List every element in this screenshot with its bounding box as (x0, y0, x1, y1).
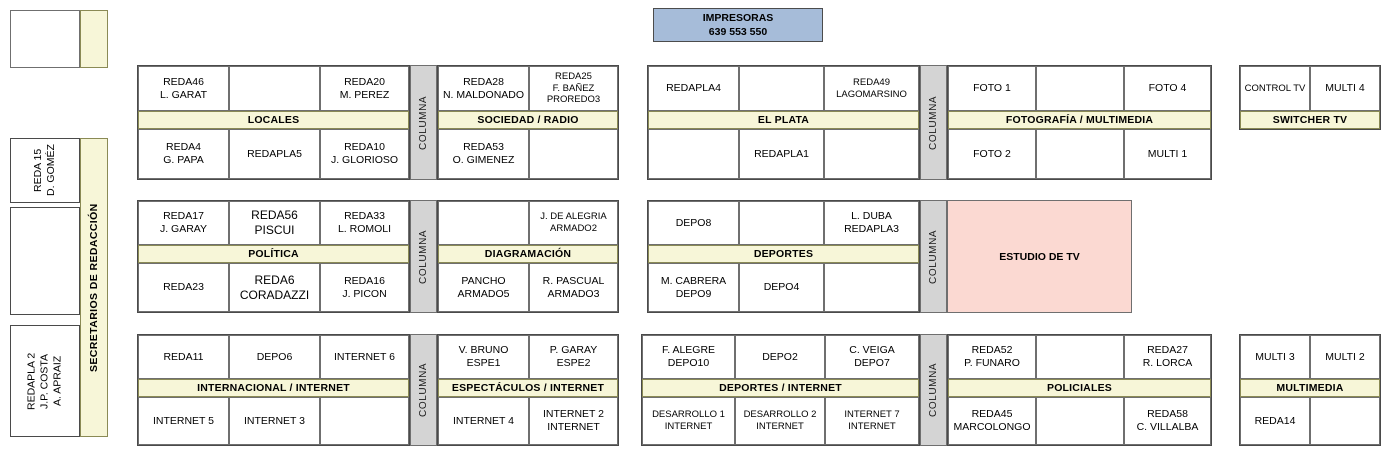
deportes-internet-seat-b1[interactable]: DESARROLLO 2 INTERNET (735, 397, 825, 445)
el-plata-seat-t1[interactable] (739, 66, 824, 111)
locales-seat-t0[interactable]: REDA46 L. GARAT (138, 66, 229, 111)
switcher-tv-band: SWITCHER TV (1240, 111, 1380, 129)
multimedia-seat-b1[interactable] (1310, 397, 1380, 445)
el-plata-seat-b2[interactable] (824, 129, 919, 179)
multimedia-seat-b0[interactable]: REDA14 (1240, 397, 1310, 445)
deportes-internet-seat-t0[interactable]: F. ALEGRE DEPO10 (642, 335, 735, 379)
policiales-seat-t2[interactable]: REDA27 R. LORCA (1124, 335, 1211, 379)
fotografia-multimedia-seat-b0[interactable]: FOTO 2 (948, 129, 1036, 179)
switcher-tv-seat-t1[interactable]: MULTI 4 (1310, 66, 1380, 111)
deportes-seat-b1[interactable]: DEPO4 (739, 263, 824, 312)
sidebar-cell-0[interactable]: REDA 15 D. GOMÉZ (10, 138, 80, 203)
diagramacion-seat-b0[interactable]: PANCHO ARMADO5 (438, 263, 529, 312)
sociedad-radio-seat-t1[interactable]: REDA25 F. BAÑEZ PROREDO3 (529, 66, 618, 111)
internacional-internet-seat-b1[interactable]: INTERNET 3 (229, 397, 320, 445)
fotografia-multimedia-seat-t0[interactable]: FOTO 1 (948, 66, 1036, 111)
fotografia-multimedia-seat-b1[interactable] (1036, 129, 1124, 179)
el-plata-band: EL PLATA (648, 111, 919, 129)
columna-r1-c2: COLUMNA (920, 65, 947, 180)
deportes-internet-seat-t2[interactable]: C. VEIGA DEPO7 (825, 335, 919, 379)
diagramacion-band: DIAGRAMACIÓN (438, 245, 618, 263)
estudio-de-tv[interactable]: ESTUDIO DE TV (947, 200, 1132, 313)
politica-seat-b1[interactable]: REDA6 CORADAZZI (229, 263, 320, 312)
deportes-internet-band: DEPORTES / INTERNET (642, 379, 919, 397)
impresoras-numbers: 639 553 550 (708, 26, 768, 38)
espectaculos-internet-seat-t1[interactable]: P. GARAY ESPE2 (529, 335, 618, 379)
politica-band: POLÍTICA (138, 245, 409, 263)
politica-seat-b2[interactable]: REDA16 J. PICON (320, 263, 409, 312)
locales-seat-b0[interactable]: REDA4 G. PAPA (138, 129, 229, 179)
columna-r2-c2: COLUMNA (920, 200, 947, 313)
sidebar-cell-1[interactable] (10, 207, 80, 315)
espectaculos-internet-seat-b0[interactable]: INTERNET 4 (438, 397, 529, 445)
deportes-seat-b2[interactable] (824, 263, 919, 312)
policiales-seat-b0[interactable]: REDA45 MARCOLONGO (948, 397, 1036, 445)
internacional-internet-seat-t0[interactable]: REDA11 (138, 335, 229, 379)
sociedad-radio-seat-b0[interactable]: REDA53 O. GIMENEZ (438, 129, 529, 179)
deportes-seat-t0[interactable]: DEPO8 (648, 201, 739, 245)
sidebar-vertical-label: SECRETARIOS DE REDACCIÓN (80, 138, 108, 437)
switcher-tv-seat-t0[interactable]: CONTROL TV (1240, 66, 1310, 111)
internacional-internet-seat-t2[interactable]: INTERNET 6 (320, 335, 409, 379)
deportes-seat-b0[interactable]: M. CABRERA DEPO9 (648, 263, 739, 312)
politica-seat-t1[interactable]: REDA56 PISCUI (229, 201, 320, 245)
politica-seat-b0[interactable]: REDA23 (138, 263, 229, 312)
diagramacion-seat-t1[interactable]: J. DE ALEGRIA ARMADO2 (529, 201, 618, 245)
locales-seat-t1[interactable] (229, 66, 320, 111)
sociedad-radio-band: SOCIEDAD / RADIO (438, 111, 618, 129)
deportes-internet-seat-b2[interactable]: INTERNET 7 INTERNET (825, 397, 919, 445)
fotografia-multimedia-seat-t2[interactable]: FOTO 4 (1124, 66, 1211, 111)
multimedia-band: MULTIMEDIA (1240, 379, 1380, 397)
internacional-internet-seat-b0[interactable]: INTERNET 5 (138, 397, 229, 445)
locales-seat-b2[interactable]: REDA10 J. GLORIOSO (320, 129, 409, 179)
deportes-internet-seat-b0[interactable]: DESARROLLO 1 INTERNET (642, 397, 735, 445)
internacional-internet-seat-t1[interactable]: DEPO6 (229, 335, 320, 379)
locales-seat-t2[interactable]: REDA20 M. PEREZ (320, 66, 409, 111)
multimedia-seat-t0[interactable]: MULTI 3 (1240, 335, 1310, 379)
politica-seat-t2[interactable]: REDA33 L. ROMOLI (320, 201, 409, 245)
policiales-band: POLICIALES (948, 379, 1211, 397)
deportes-seat-t2[interactable]: L. DUBA REDAPLA3 (824, 201, 919, 245)
el-plata-seat-t0[interactable]: REDAPLA4 (648, 66, 739, 111)
el-plata-seat-b1[interactable]: REDAPLA1 (739, 129, 824, 179)
locales-band: LOCALES (138, 111, 409, 129)
sidebar-top-box-strip (80, 10, 108, 68)
diagramacion-seat-t0[interactable] (438, 201, 529, 245)
impresoras-title: IMPRESORAS (702, 11, 774, 24)
politica-seat-t0[interactable]: REDA17 J. GARAY (138, 201, 229, 245)
el-plata-seat-t2[interactable]: REDA49 LAGOMARSINO (824, 66, 919, 111)
deportes-internet-seat-t1[interactable]: DEPO2 (735, 335, 825, 379)
diagramacion-seat-b1[interactable]: R. PASCUAL ARMADO3 (529, 263, 618, 312)
el-plata-seat-b0[interactable] (648, 129, 739, 179)
sociedad-radio-seat-t0[interactable]: REDA28 N. MALDONADO (438, 66, 529, 111)
deportes-band: DEPORTES (648, 245, 919, 263)
policiales-seat-b1[interactable] (1036, 397, 1124, 445)
espectaculos-internet-seat-t0[interactable]: V. BRUNO ESPE1 (438, 335, 529, 379)
internacional-internet-seat-b2[interactable] (320, 397, 409, 445)
fotografia-multimedia-band: FOTOGRAFÍA / MULTIMEDIA (948, 111, 1211, 129)
fotografia-multimedia-seat-t1[interactable] (1036, 66, 1124, 111)
internacional-internet-band: INTERNACIONAL / INTERNET (138, 379, 409, 397)
columna-r2-c1: COLUMNA (410, 200, 437, 313)
espectaculos-internet-seat-b1[interactable]: INTERNET 2 INTERNET (529, 397, 618, 445)
policiales-seat-b2[interactable]: REDA58 C. VILLALBA (1124, 397, 1211, 445)
columna-r1-c1: COLUMNA (410, 65, 437, 180)
multimedia-seat-t1[interactable]: MULTI 2 (1310, 335, 1380, 379)
locales-seat-b1[interactable]: REDAPLA5 (229, 129, 320, 179)
impresoras-header[interactable]: IMPRESORAS 639 553 550 (653, 8, 823, 42)
policiales-seat-t0[interactable]: REDA52 P. FUNARO (948, 335, 1036, 379)
deportes-seat-t1[interactable] (739, 201, 824, 245)
sidebar-top-box[interactable] (10, 10, 80, 68)
sidebar-cell-2[interactable]: REDAPLA 2 J.P. COSTA A. APRAIZ (10, 325, 80, 437)
columna-r3-c1: COLUMNA (410, 334, 437, 446)
columna-r3-c2: COLUMNA (920, 334, 947, 446)
policiales-seat-t1[interactable] (1036, 335, 1124, 379)
espectaculos-internet-band: ESPECTÁCULOS / INTERNET (438, 379, 618, 397)
fotografia-multimedia-seat-b2[interactable]: MULTI 1 (1124, 129, 1211, 179)
sociedad-radio-seat-b1[interactable] (529, 129, 618, 179)
